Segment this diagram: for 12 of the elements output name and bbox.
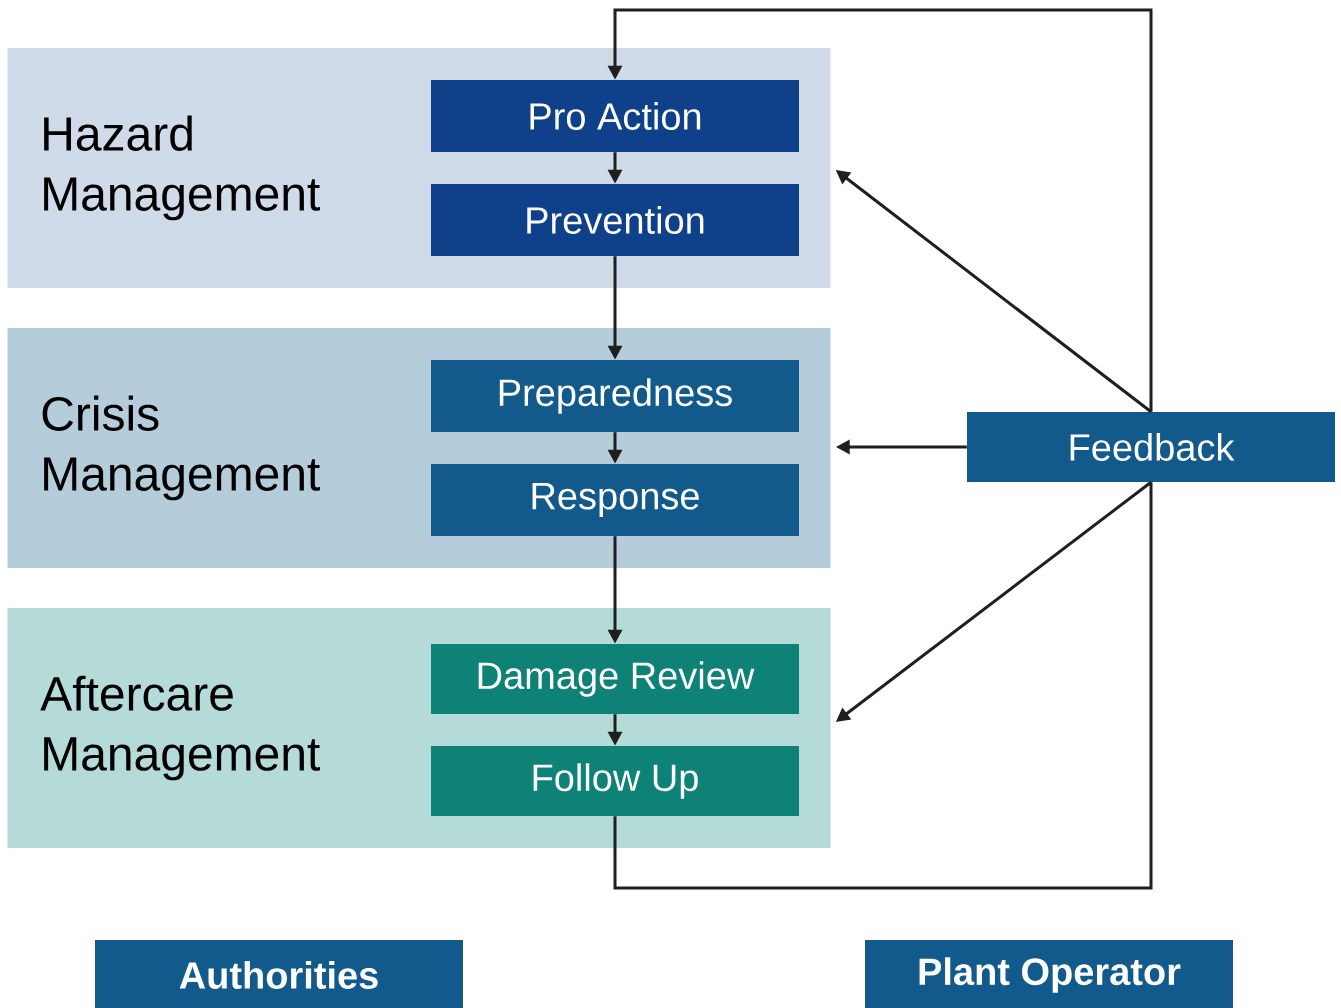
process-box: Follow Up (431, 746, 799, 816)
band-heading: Crisis Management (42, 395, 320, 501)
process-box: Pro Action (431, 80, 799, 152)
process-box: Feedback (967, 412, 1335, 482)
band-heading: Hazard Management (44, 115, 320, 221)
process-box: Response (431, 464, 799, 536)
process-box: Preparedness (431, 360, 799, 432)
role-box: Plant Operator (865, 940, 1233, 1008)
role-box: Authorities (95, 940, 463, 1008)
process-box: Prevention (431, 184, 799, 256)
process-box: Damage Review (431, 644, 799, 714)
band-heading: Aftercare Management (40, 675, 320, 781)
